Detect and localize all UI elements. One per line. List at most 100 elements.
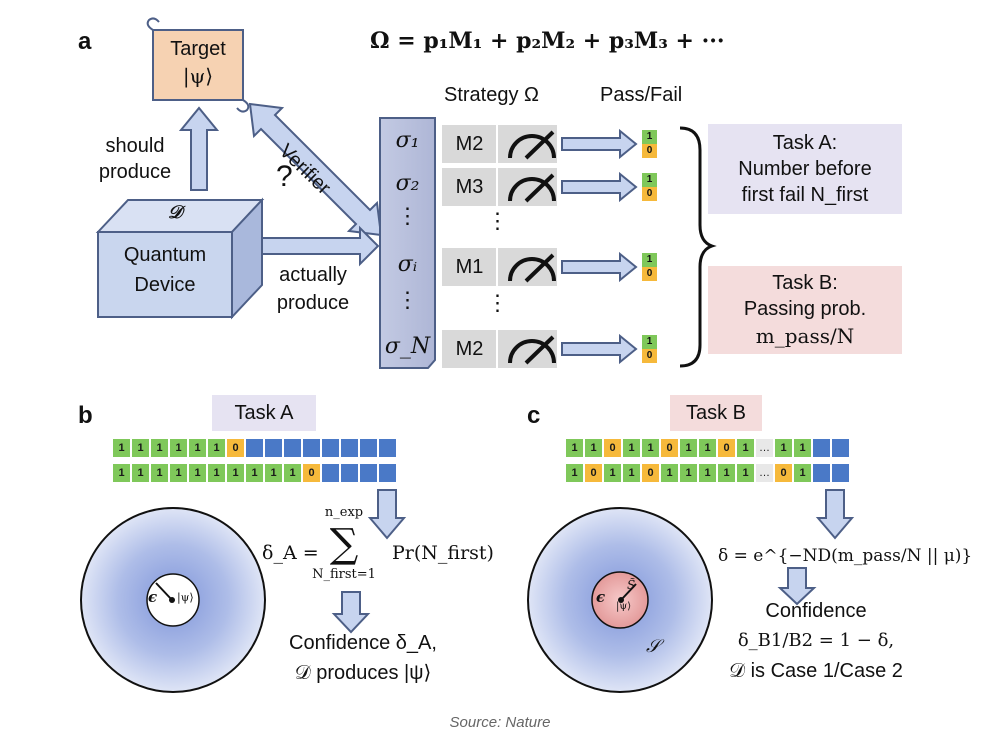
target-state: |ψ⟩ <box>182 64 214 88</box>
task-a-box <box>708 124 902 214</box>
bit-cell: 1 <box>207 438 226 458</box>
task-a-title: Task A: <box>772 132 838 154</box>
bit-cell: 1 <box>660 463 679 483</box>
bit-cell: 1 <box>188 463 207 483</box>
pass-bit-4: 1 <box>646 336 653 347</box>
bit-cell: 1 <box>622 463 641 483</box>
source-caption: Source: Nature <box>449 714 551 731</box>
bit-cell: … <box>755 438 774 458</box>
device-name-line1: Quantum <box>123 244 207 266</box>
bit-cell: 0 <box>774 463 793 483</box>
bit-cell: 1 <box>736 463 755 483</box>
task-b-line3: m_pass/N <box>755 324 855 348</box>
bit-cell: 1 <box>150 463 169 483</box>
state-sigma-i: σᵢ <box>397 252 418 277</box>
task-b-conclusion-line3: 𝒟 is Case 1/Case 2 <box>729 660 903 682</box>
bit-cell <box>812 438 831 458</box>
target-title: Target <box>170 38 226 60</box>
measurement-row-3 <box>442 248 657 286</box>
bit-cell <box>831 463 850 483</box>
bit-cell: … <box>755 463 774 483</box>
fail-bit-3: 0 <box>646 268 653 279</box>
measurement-vdots-2: ⋮ <box>486 290 509 315</box>
bit-cell: 1 <box>131 463 150 483</box>
produce-actual-label: produce <box>276 292 350 314</box>
task-a-down-arrow-1 <box>367 489 407 540</box>
bit-cell: 0 <box>584 463 603 483</box>
task-b-conclusion-line2: δ_B1/B2 = 1 − δ, <box>737 630 895 651</box>
measurement-label-4: M2 <box>455 338 484 360</box>
panel-c-title: Task B <box>670 395 762 431</box>
bit-cell <box>378 463 397 483</box>
bit-cell: 1 <box>112 463 131 483</box>
bit-cell: 1 <box>698 438 717 458</box>
produce-label: produce <box>98 161 172 183</box>
bit-cell: 1 <box>793 438 812 458</box>
bit-cell: 1 <box>150 438 169 458</box>
bit-cell <box>340 438 359 458</box>
bit-cell: 0 <box>641 463 660 483</box>
bit-cell: 1 <box>717 463 736 483</box>
task-b-box <box>708 266 902 354</box>
should-label: should <box>105 135 165 157</box>
measurement-label-3: M1 <box>455 256 484 278</box>
bit-cell: 1 <box>603 463 622 483</box>
task-a-down-arrow-2 <box>331 591 371 634</box>
task-a-epsilon: ϵ <box>148 588 158 606</box>
pass-bit-3: 1 <box>646 254 653 265</box>
bit-cell: 0 <box>717 438 736 458</box>
bit-cell: 1 <box>622 438 641 458</box>
panel-c-label: c <box>527 402 541 429</box>
task-b-disc <box>527 507 713 693</box>
bit-cell: 1 <box>679 438 698 458</box>
state-sigma-1: σ₁ <box>395 128 420 153</box>
bit-cell: 1 <box>698 463 717 483</box>
task-b-title: Task B: <box>772 272 838 294</box>
panel-b-label: b <box>78 402 93 429</box>
bit-cell: 1 <box>793 463 812 483</box>
measurement-row-2 <box>442 168 657 206</box>
bit-cell: 0 <box>603 438 622 458</box>
bit-cell <box>340 463 359 483</box>
task-b-down-arrow-2 <box>777 567 817 606</box>
bit-cell <box>831 438 850 458</box>
bit-cell: 1 <box>584 438 603 458</box>
bit-cell <box>359 438 378 458</box>
bit-cell: 1 <box>736 438 755 458</box>
bit-cell <box>264 438 283 458</box>
state-vdots-1: ⋮ <box>396 203 419 228</box>
state-vdots-2: ⋮ <box>396 287 419 312</box>
task-a-conclusion-line2: 𝒟 produces |ψ⟩ <box>294 662 432 684</box>
panel-a-diagram <box>95 17 902 369</box>
state-column <box>379 117 436 369</box>
measurement-vdots-1: ⋮ <box>486 208 509 233</box>
bit-cell: 0 <box>302 463 321 483</box>
bit-cell: 0 <box>660 438 679 458</box>
bit-cell: 1 <box>565 438 584 458</box>
device-symbol: 𝒟 <box>167 202 183 223</box>
task-a-formula-lhs: δ_A = <box>262 542 319 564</box>
task-b-down-arrow-1 <box>815 489 855 540</box>
panel-a-label: a <box>78 28 92 55</box>
quantum-device-cube <box>95 197 265 320</box>
task-a-sum-upper: n_exp <box>324 505 364 520</box>
task-b-formula: δ = e^{−ND(m_pass/N || μ)} <box>718 546 973 566</box>
right-brace <box>679 126 717 368</box>
bit-cell: 1 <box>679 463 698 483</box>
bit-cell: 1 <box>641 438 660 458</box>
task-a-sum-lower: N_first=1 <box>312 567 376 582</box>
task-a-psi: |ψ⟩ <box>177 591 194 604</box>
measurement-label-2: M3 <box>455 176 484 198</box>
strategy-equation: Ω = p₁M₁ + p₂M₂ + p₃M₃ + ··· <box>370 28 725 54</box>
fail-bit-2: 0 <box>646 188 653 199</box>
device-name-line2: Device <box>134 274 196 296</box>
actually-produce-arrow <box>261 225 380 267</box>
bit-cell <box>245 438 264 458</box>
measurement-row-4 <box>442 330 657 368</box>
task-a-sum-sign: ∑ <box>329 521 359 567</box>
passfail-header: Pass/Fail <box>600 84 683 106</box>
state-sigma-n: σ_N <box>384 334 431 359</box>
